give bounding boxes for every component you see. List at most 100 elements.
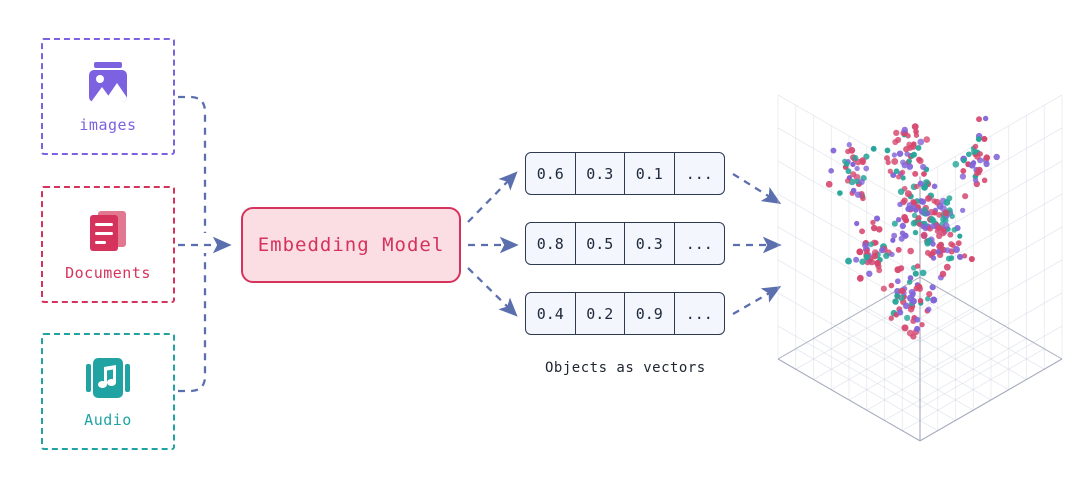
vector-point [923, 136, 931, 143]
vector-point [950, 242, 956, 248]
vector-point [892, 298, 899, 305]
vector-point [888, 282, 895, 289]
vector-point [897, 201, 903, 208]
vector-point [843, 160, 850, 167]
vector-point [912, 270, 919, 277]
vector-point [873, 215, 881, 222]
vector-point [942, 209, 950, 217]
vector-point [890, 172, 897, 179]
source-box-images[interactable]: images [41, 38, 175, 155]
vector-point [912, 229, 919, 236]
vector-point [960, 207, 966, 214]
vector-point [850, 187, 857, 194]
vector-point [962, 253, 968, 259]
vector-point [898, 235, 905, 242]
vector-point [972, 143, 979, 150]
vector-point [956, 253, 964, 261]
vector-point [891, 158, 899, 165]
vector-point [907, 247, 914, 255]
vector-point [911, 123, 919, 131]
vector-cell: 0.5 [576, 223, 625, 264]
vector-point [876, 226, 883, 233]
vector-point [901, 197, 908, 204]
embedding-model-box[interactable]: Embedding Model [241, 207, 461, 283]
vector-point [894, 266, 902, 274]
vector-point [879, 247, 886, 254]
vector-point [930, 255, 937, 261]
vector-point [957, 233, 963, 239]
vector-point [899, 222, 906, 230]
vector-point [907, 305, 915, 313]
vector-point [914, 316, 921, 323]
vector-point [982, 115, 989, 122]
vector-point [913, 285, 920, 292]
vector-point [972, 177, 979, 183]
vector-point [942, 217, 949, 224]
connector-model-to-vector-3 [467, 267, 518, 317]
vector-point [914, 325, 921, 332]
vector-point [883, 252, 890, 259]
vector-point [891, 152, 898, 158]
vector-point [910, 204, 917, 211]
vector-point [961, 157, 967, 164]
vector-point [936, 232, 943, 240]
vector-point [850, 171, 857, 178]
vector-point [894, 278, 901, 285]
vector-point [920, 163, 927, 170]
vector-point [860, 195, 866, 202]
vector-point [981, 135, 988, 143]
vector-point [930, 241, 936, 247]
vector-point [939, 270, 947, 278]
vector-point [884, 147, 891, 154]
vector-point [848, 178, 856, 186]
vector-point [968, 161, 976, 169]
vector-point [885, 159, 891, 166]
vector-point [925, 306, 932, 313]
vector-point [931, 183, 938, 190]
vector-point [993, 153, 1000, 161]
vector-point [844, 178, 851, 184]
vector-point [891, 232, 898, 239]
source-box-documents[interactable]: Documents [41, 186, 175, 303]
vector-point [930, 217, 937, 224]
vector-point [929, 250, 936, 257]
vector-point [911, 141, 917, 147]
vector-point [866, 270, 873, 277]
vector-point [917, 298, 924, 304]
vector-point [896, 174, 902, 180]
vector-point [906, 158, 913, 164]
vector-point [910, 333, 917, 340]
vector-point [845, 257, 852, 265]
vector-point [924, 195, 932, 202]
source-box-audio[interactable]: Audio [41, 333, 175, 450]
vector-point [906, 141, 913, 148]
vector-point [925, 295, 931, 302]
connector-vector-1-to-space [732, 173, 782, 204]
vector-point [968, 255, 975, 263]
connector-vector-3-to-space [732, 286, 782, 315]
vector-point [868, 258, 876, 266]
vector-point [899, 169, 906, 176]
vector-point [922, 179, 930, 187]
vector-point [943, 263, 951, 271]
vector-point [917, 180, 924, 187]
vector-cell: ... [685, 234, 713, 253]
vector-point [981, 177, 988, 184]
vector-point [929, 284, 936, 291]
vector-cell: 0.6 [526, 153, 576, 194]
vector-point [887, 168, 893, 174]
documents-icon [85, 208, 131, 254]
vector-point [930, 222, 937, 230]
vector-point [944, 247, 951, 254]
vector-cell: 0.4 [526, 293, 576, 334]
vector-cell: ... [685, 304, 713, 323]
vector-point [910, 290, 916, 297]
vector-point [903, 146, 910, 153]
vector-point [870, 219, 876, 226]
vector-point [930, 296, 938, 304]
vector-point [921, 171, 927, 177]
vector-point [854, 165, 860, 172]
